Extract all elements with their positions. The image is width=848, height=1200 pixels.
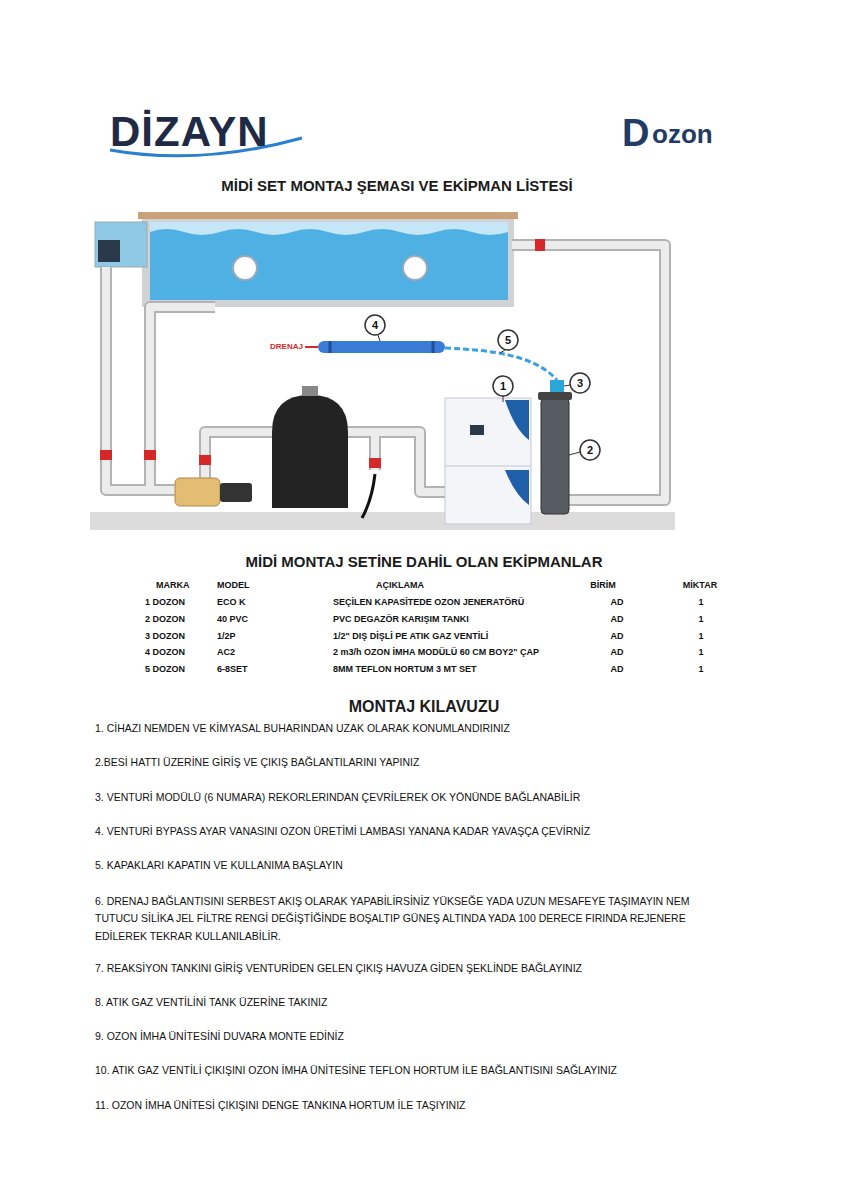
instruction-step: 6. DRENAJ BAĞLANTISINI SERBEST AKIŞ OLAR…	[95, 893, 695, 945]
table-cell: 40 PVC	[217, 614, 248, 624]
leader-lines	[378, 335, 580, 455]
instruction-step: 7. REAKSİYON TANKINI GİRİŞ VENTURİDEN GE…	[95, 962, 582, 974]
table-cell: 1/2P	[217, 631, 236, 641]
filter-valve	[302, 386, 318, 396]
instruction-step: 9. OZON İMHA ÜNİTESİNİ DUVARA MONTE EDİN…	[95, 1030, 344, 1042]
table-cell: AD	[611, 597, 624, 607]
pool-wall	[142, 219, 514, 307]
section-heading: MİDİ MONTAJ SETİNE DAHİL OLAN EKİPMANLAR	[246, 553, 603, 570]
table-cell: SEÇİLEN KAPASİTEDE OZON JENERATÖRÜ	[333, 597, 524, 607]
pool-water	[150, 222, 508, 300]
tank-cap	[538, 392, 572, 400]
table-cell: 2 DOZON	[145, 614, 185, 624]
callout-number: 4	[372, 320, 378, 331]
module-bands	[330, 341, 433, 353]
table-cell: AD	[611, 647, 624, 657]
table-cell: PVC DEGAZÖR KARIŞIM TANKI	[333, 614, 469, 624]
instruction-step: 1. CİHAZI NEMDEN VE KİMYASAL BUHARINDAN …	[95, 722, 510, 734]
water-surface	[150, 222, 508, 235]
instruction-step: 10. ATIK GAZ VENTİLİ ÇIKIŞINI OZON İMHA …	[95, 1064, 617, 1076]
table-cell: 4 DOZON	[145, 647, 185, 657]
ozone-destruct-module	[318, 341, 445, 353]
table-cell: 5 DOZON	[145, 664, 185, 674]
generator-panel	[505, 400, 529, 440]
table-cell: 1	[698, 631, 703, 641]
teflon-hose	[445, 348, 557, 380]
callout-number: 5	[505, 335, 511, 346]
table-cell: 2 m3/h OZON İMHA MODÜLÜ 60 CM BOY2" ÇAP	[333, 647, 539, 657]
table-header: BİRİM	[590, 580, 616, 590]
table-cell: 3 DOZON	[145, 631, 185, 641]
table-cell: 6-8SET	[217, 664, 248, 674]
callout-number: 1	[500, 381, 506, 392]
instruction-step: 11. OZON İMHA ÜNİTESİ ÇIKIŞINI DENGE TAN…	[95, 1099, 465, 1111]
brand-logo: ozon	[652, 120, 713, 150]
table-cell: 1	[698, 647, 703, 657]
instruction-step: 3. VENTURİ MODÜLÜ (6 NUMARA) REKORLERIND…	[95, 791, 580, 803]
ozone-generator	[445, 398, 531, 524]
skimmer-grid	[98, 240, 120, 262]
mixing-tank	[541, 398, 569, 514]
table-cell: 1	[698, 664, 703, 674]
skimmer	[95, 222, 147, 267]
ground	[90, 512, 675, 530]
table-header: MİKTAR	[683, 580, 717, 590]
instruction-step: 5. KAPAKLARI KAPATIN VE KULLANIMA BAŞLAY…	[95, 859, 343, 871]
table-cell: 8MM TEFLON HORTUM 3 MT SET	[333, 664, 477, 674]
generator-divider	[445, 466, 531, 467]
generator-panel	[505, 470, 529, 505]
instruction-step: 8. ATIK GAZ VENTİLİNİ TANK ÜZERİNE TAKIN…	[95, 996, 327, 1008]
waste-hose	[362, 474, 375, 518]
instruction-step: 4. VENTURİ BYPASS AYAR VANASINI OZON ÜRE…	[95, 825, 590, 837]
gas-vent	[550, 380, 564, 392]
brand-logo: D	[622, 112, 649, 156]
table-cell: 1/2" DIŞ DİŞLİ PE ATIK GAZ VENTİLİ	[333, 631, 488, 641]
table-cell: ECO K	[217, 597, 246, 607]
generator-display	[470, 425, 484, 435]
instruction-step: 2.BESİ HATTI ÜZERİNE GİRİŞ VE ÇIKIŞ BAĞL…	[95, 756, 419, 768]
pump-motor	[220, 483, 252, 502]
brand-logo: DİZAYN	[110, 108, 268, 156]
callout-circles	[365, 315, 600, 460]
section-heading: MONTAJ KILAVUZU	[349, 698, 500, 716]
pool-light	[403, 256, 427, 280]
table-cell: 1	[698, 614, 703, 624]
pool-deck	[138, 212, 518, 219]
callout-number: 2	[587, 445, 593, 456]
sand-filter	[272, 395, 348, 508]
callout-number: 3	[577, 378, 583, 389]
table-cell: 1	[698, 597, 703, 607]
pump	[175, 478, 220, 506]
table-header: MARKA	[156, 580, 190, 590]
page-title: MİDİ SET MONTAJ ŞEMASI VE EKİPMAN LİSTES…	[221, 177, 572, 194]
pipes	[106, 245, 665, 500]
table-cell: AD	[611, 614, 624, 624]
drain-line	[305, 346, 318, 348]
table-cell: AC2	[217, 647, 235, 657]
table-header: AÇIKLAMA	[376, 580, 424, 590]
table-cell: 1 DOZON	[145, 597, 185, 607]
drain-label: DRENAJ	[270, 342, 303, 351]
pool-light	[233, 256, 257, 280]
table-cell: AD	[611, 664, 624, 674]
table-header: MODEL	[217, 580, 250, 590]
table-cell: AD	[611, 631, 624, 641]
